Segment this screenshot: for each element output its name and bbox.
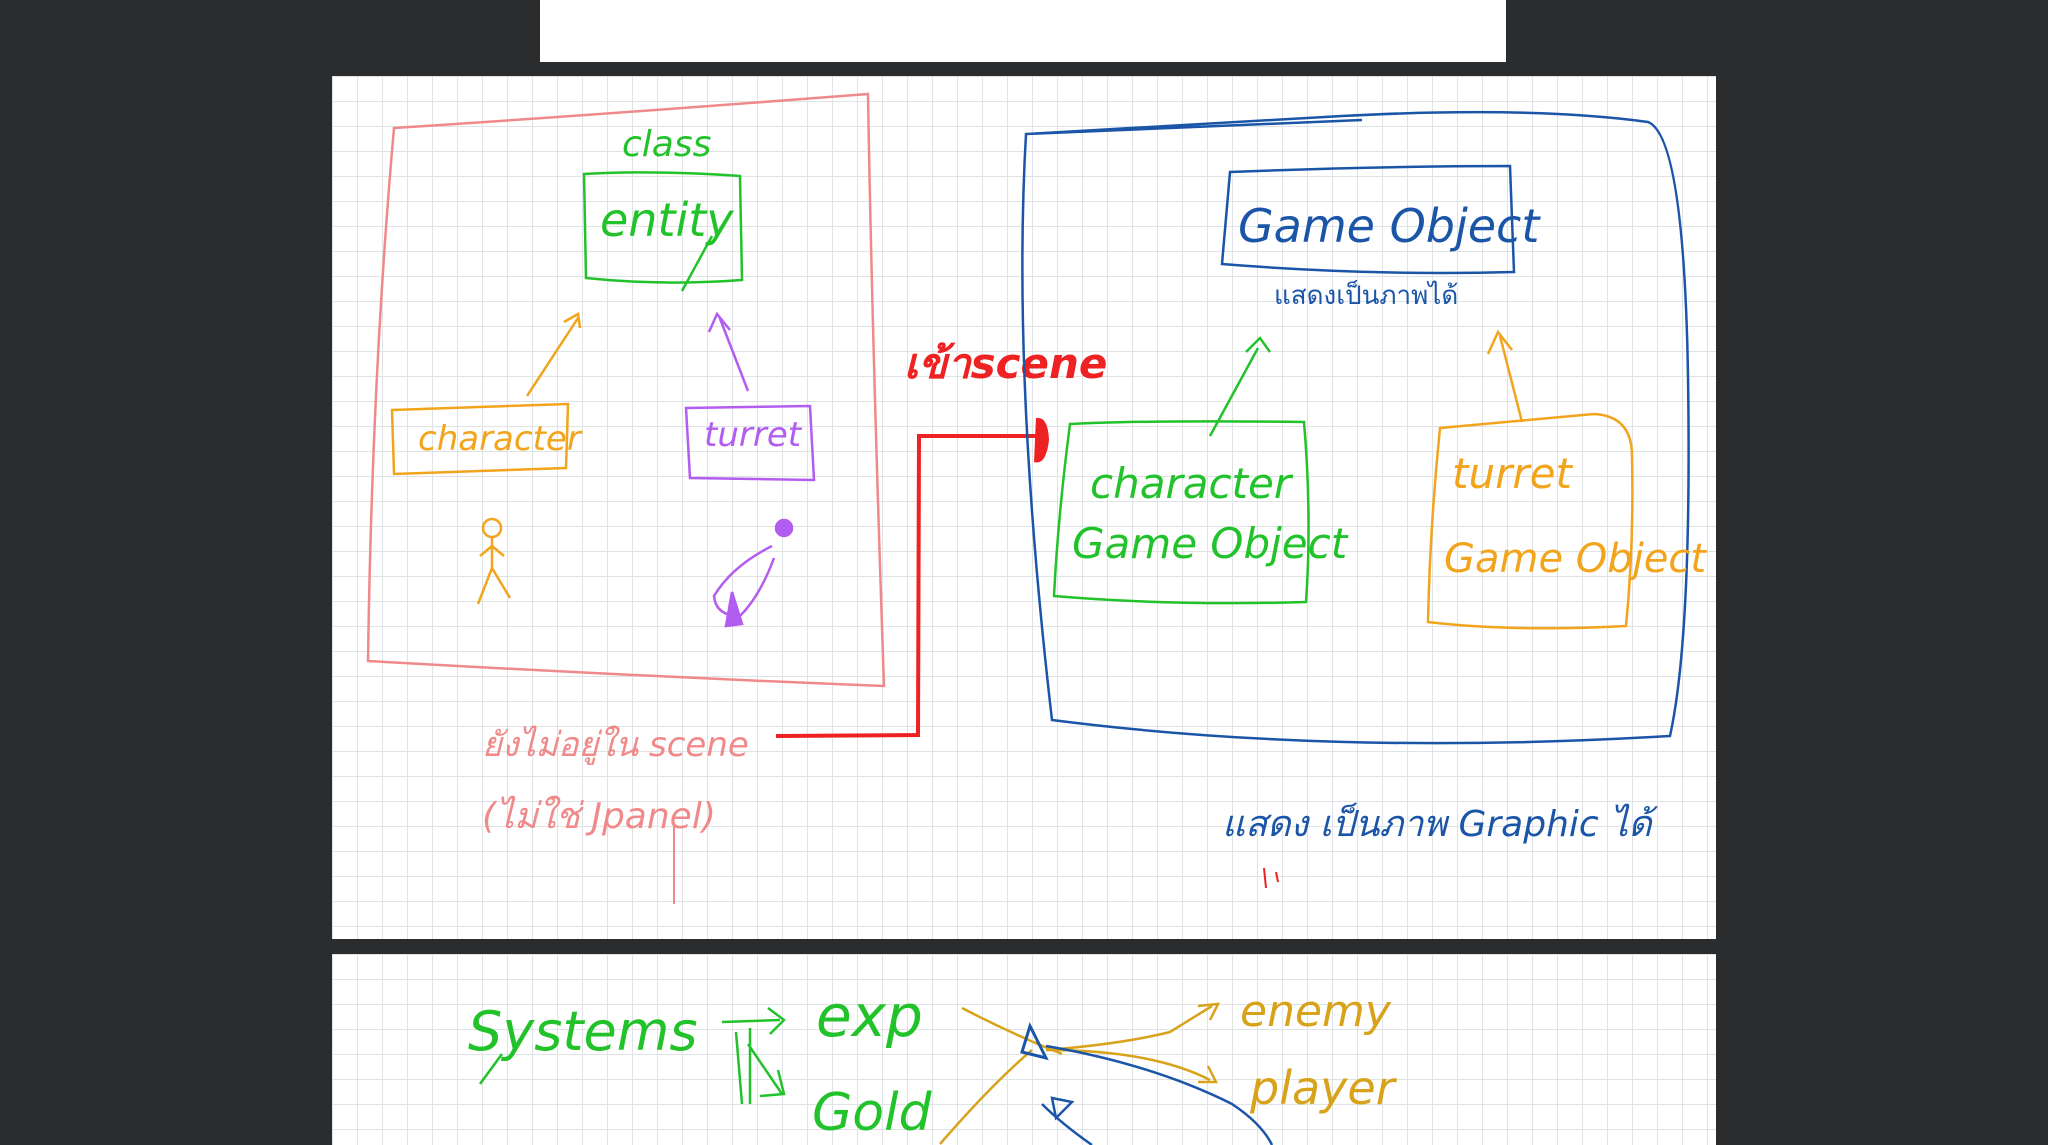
game-object-caption: แสดงเป็นภาพได้ <box>1274 279 1458 311</box>
not-jpanel-note: (ไม่ใช่ Jpanel) <box>482 795 716 837</box>
systems-to-gold-arrow <box>734 1028 786 1105</box>
game-object-label: Game Object <box>1238 199 1541 253</box>
next-notes-page[interactable]: Systems exp Gold enemy player <box>332 954 1716 1145</box>
enemy-label: enemy <box>1240 986 1392 1037</box>
enter-scene-label: เข้าscene <box>904 339 1107 388</box>
turret-class-box <box>684 404 816 482</box>
player-label: player <box>1249 1061 1398 1115</box>
graphic-note: แสดง เป็นภาพ Graphic ได้ <box>1222 802 1659 845</box>
previous-page <box>540 0 1506 62</box>
not-in-scene-note: ยังไม่อยู่ใน scene <box>482 725 749 765</box>
character-class-box <box>390 402 570 476</box>
character-inherits-arrow <box>525 312 582 397</box>
blue-loop-line <box>1041 1044 1274 1145</box>
enter-scene-connector <box>775 434 1040 738</box>
turret-class-label: turret <box>704 415 803 455</box>
entity-box <box>582 171 744 284</box>
turret-go-line2: Game Object <box>1444 536 1707 582</box>
systems-label: Systems <box>468 1000 698 1063</box>
node-to-enemy-arrow <box>1045 1002 1221 1052</box>
systems-to-exp-arrow <box>721 1007 786 1035</box>
turret-game-object-box <box>1426 412 1634 630</box>
character-class-label: character <box>418 419 583 459</box>
stick-figure-icon <box>476 517 512 605</box>
character-go-line1: character <box>1090 459 1294 508</box>
game-object-box <box>1220 164 1516 275</box>
class-label: class <box>622 124 711 165</box>
character-game-object-box <box>1052 420 1310 605</box>
scene-box <box>1021 110 1690 745</box>
scene-outside-box <box>366 92 886 688</box>
turret-doodle-icon <box>712 518 794 628</box>
branch-node-icon <box>1020 1021 1049 1061</box>
gold-label: Gold <box>812 1083 933 1143</box>
gold-to-node-line <box>939 1049 1033 1145</box>
turret-inherits-arrow <box>707 311 750 392</box>
handwriting-layer-bottom: Systems exp Gold enemy player <box>468 982 1398 1145</box>
entity-label: entity <box>600 193 734 247</box>
notes-page[interactable]: class entity character turret ยังไม่อยู่… <box>332 76 1716 939</box>
character-go-line2: Game Object <box>1072 519 1349 568</box>
turret-go-line1: turret <box>1452 449 1573 498</box>
exp-label: exp <box>816 982 923 1050</box>
handwriting-layer: class entity character turret ยังไม่อยู่… <box>366 92 1707 904</box>
turret-go-inherits-arrow <box>1486 329 1524 423</box>
